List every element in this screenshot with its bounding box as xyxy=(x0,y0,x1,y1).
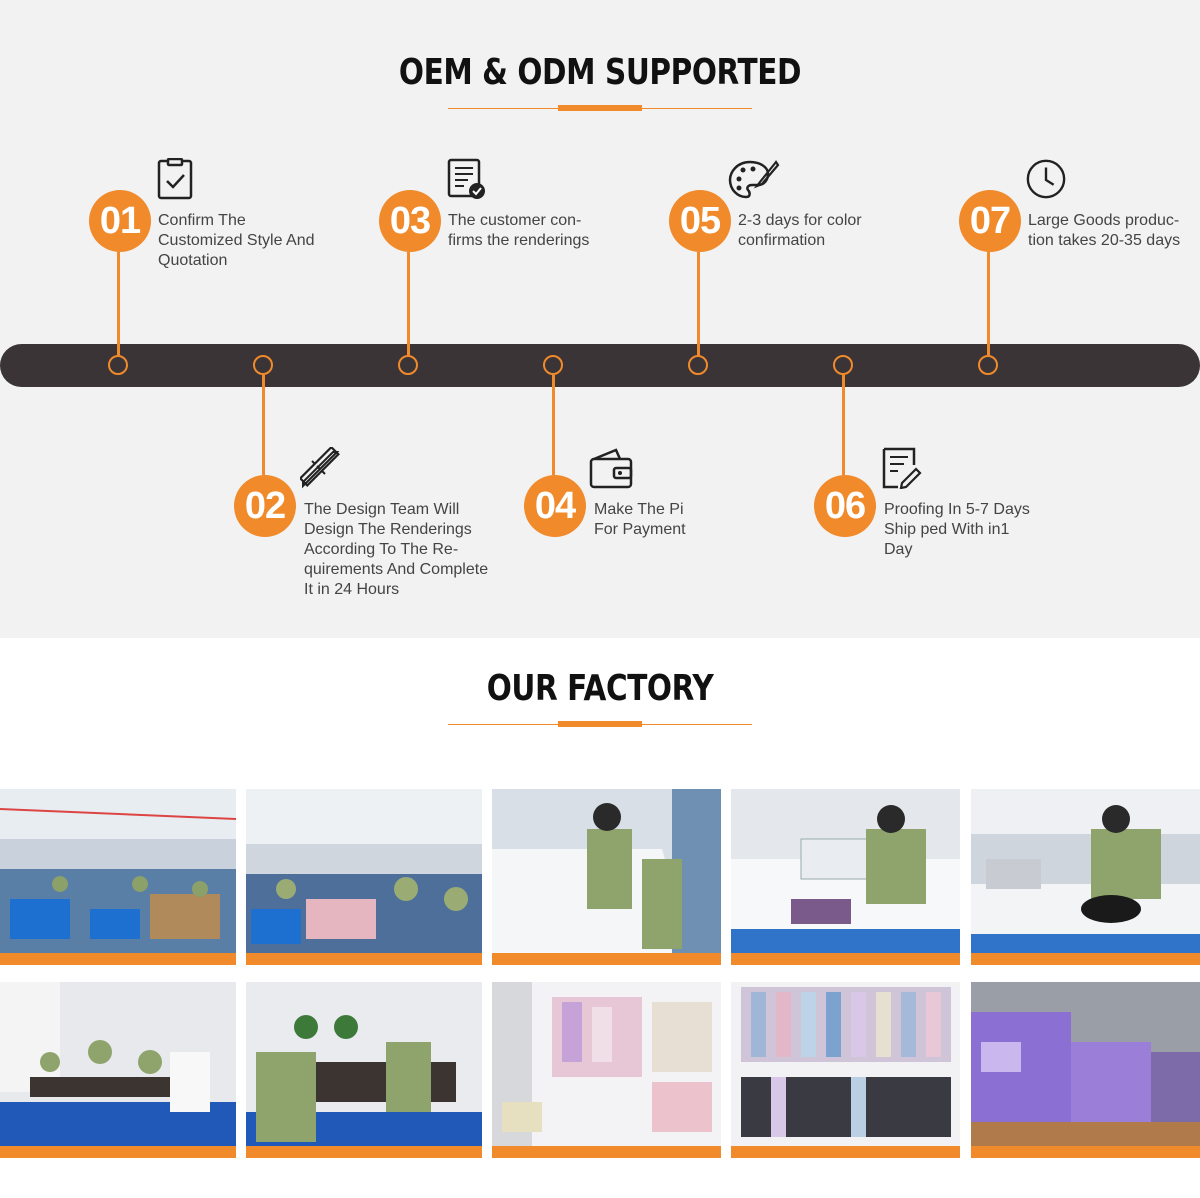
photo-accent-strip xyxy=(731,1146,960,1158)
step-connector xyxy=(407,252,410,355)
factory-photo xyxy=(731,789,960,953)
photo-accent-strip xyxy=(971,953,1200,965)
document-check-icon xyxy=(447,158,485,199)
step-connector xyxy=(842,375,845,475)
title-underline-accent xyxy=(558,105,642,111)
factory-photo xyxy=(492,789,721,953)
step-text: The customer con- firms the renderings xyxy=(448,212,590,249)
step-text: Large Goods produc- tion takes 20-35 day… xyxy=(1028,212,1181,249)
timeline-dot xyxy=(253,355,273,375)
step-text: 2-3 days for color confirmation xyxy=(738,212,862,249)
timeline-dot xyxy=(398,355,418,375)
timeline-dot xyxy=(543,355,563,375)
step-connector xyxy=(552,375,555,475)
clock-icon xyxy=(1026,159,1066,199)
ruler-pencil-icon xyxy=(300,447,340,489)
clipboard-check-icon xyxy=(157,158,193,200)
step-connector xyxy=(987,252,990,355)
step-number: 01 xyxy=(89,190,151,252)
step-number: 02 xyxy=(234,475,296,537)
step-text: Proofing In 5-7 Days Ship ped With in1 D… xyxy=(884,501,1030,558)
process-title: OEM & ODM SUPPORTED xyxy=(398,52,802,93)
step-text: Confirm The Customized Style And Quotati… xyxy=(158,212,315,269)
photo-accent-strip xyxy=(246,1146,482,1158)
factory-photo xyxy=(731,982,960,1146)
factory-photo xyxy=(246,982,482,1146)
timeline-dot xyxy=(978,355,998,375)
timeline-dot xyxy=(833,355,853,375)
factory-photo xyxy=(246,789,482,953)
timeline-dot xyxy=(108,355,128,375)
photo-accent-strip xyxy=(0,1146,236,1158)
step-number: 04 xyxy=(524,475,586,537)
photo-accent-strip xyxy=(971,1146,1200,1158)
timeline-bar xyxy=(0,344,1200,387)
photo-accent-strip xyxy=(731,953,960,965)
factory-photo xyxy=(971,789,1200,953)
title-underline-accent xyxy=(558,721,642,727)
factory-photo xyxy=(0,789,236,953)
wallet-icon xyxy=(589,448,633,489)
step-number: 03 xyxy=(379,190,441,252)
photo-accent-strip xyxy=(492,1146,721,1158)
factory-title: OUR FACTORY xyxy=(486,668,714,709)
step-text: Make The Pi For Payment xyxy=(594,501,686,538)
timeline-dot xyxy=(688,355,708,375)
step-number: 06 xyxy=(814,475,876,537)
edit-document-icon xyxy=(882,447,922,489)
step-number: 05 xyxy=(669,190,731,252)
photo-accent-strip xyxy=(246,953,482,965)
step-connector xyxy=(262,375,265,475)
step-text: The Design Team Will Design The Renderin… xyxy=(304,501,489,598)
step-number: 07 xyxy=(959,190,1021,252)
step-connector xyxy=(117,252,120,355)
palette-icon xyxy=(728,160,780,199)
factory-photo xyxy=(492,982,721,1146)
step-connector xyxy=(697,252,700,355)
photo-accent-strip xyxy=(492,953,721,965)
photo-accent-strip xyxy=(0,953,236,965)
factory-photo xyxy=(0,982,236,1146)
factory-photo xyxy=(971,982,1200,1146)
